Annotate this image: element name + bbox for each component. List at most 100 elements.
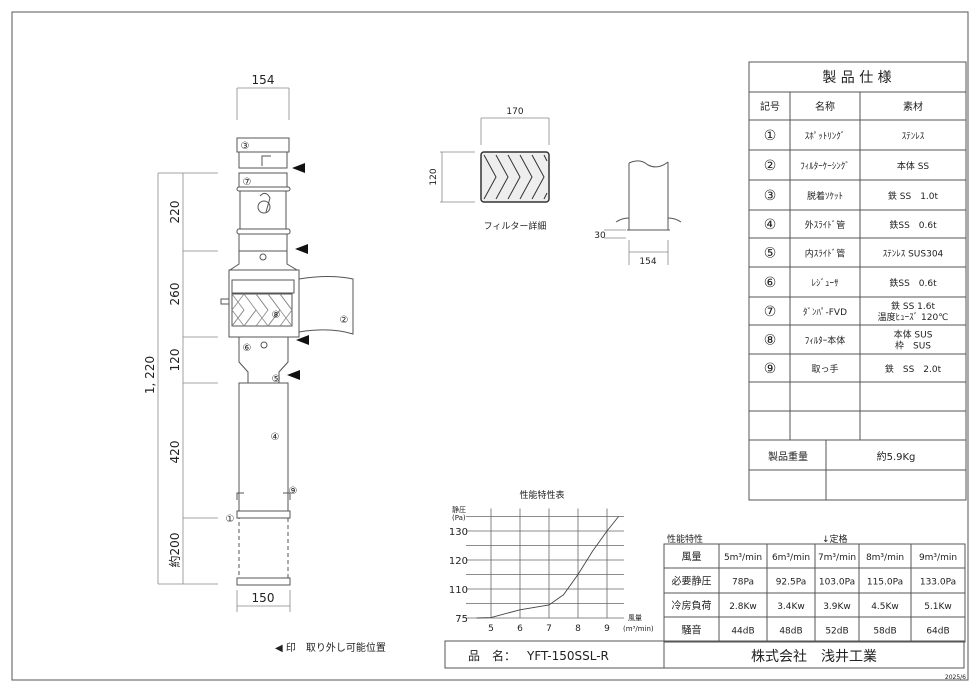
performance-cell: 103.0Pa	[819, 578, 855, 588]
filter-height: 120	[429, 168, 439, 185]
product-name-label: 品 名：	[468, 648, 516, 663]
performance-cell: 115.0Pa	[867, 578, 903, 588]
spec-material-2: 枠 SUS	[895, 340, 931, 352]
spec-material-2: 温度ﾋｭｰｽﾞ 120℃	[878, 311, 949, 323]
performance-cell: 7m³/min	[818, 553, 856, 563]
chart-series-line	[476, 516, 619, 619]
chart-y-tick: 75	[455, 614, 468, 625]
spec-material: 鉄 SS 2.0t	[885, 363, 942, 375]
performance-cell: 78Pa	[732, 578, 754, 588]
performance-cell: 3.4Kw	[777, 602, 805, 612]
performance-row-label: 騒音	[682, 624, 702, 637]
product-name: YFT-150SSL-R	[526, 649, 609, 663]
spec-table-title: 製 品 仕 様	[822, 70, 891, 86]
spec-material: 鉄SS 0.6t	[889, 277, 937, 289]
spec-material: 鉄 SS 1.0t	[888, 190, 939, 202]
spec-material: 鉄SS 0.6t	[889, 219, 937, 231]
spec-material: 鉄 SS 1.6t	[891, 300, 935, 312]
spec-material: 本体 SUS	[894, 329, 933, 341]
dim-segment-5: 約200	[167, 533, 182, 568]
removal-marker-icon	[295, 244, 308, 254]
performance-cell: 52dB	[825, 627, 848, 637]
spec-mark: ⑨	[764, 361, 777, 377]
spec-mark: ①	[764, 128, 777, 144]
part-label-6: ⑥	[243, 343, 252, 354]
spec-part-name: ﾀﾞﾝﾊﾟ-FVD	[803, 307, 847, 318]
performance-row-label: 冷房負荷	[672, 599, 712, 612]
side-detail: 30 154	[594, 160, 682, 267]
spec-part-name: ﾌｨﾙﾀｰ本体	[805, 335, 846, 347]
performance-cell: 8m³/min	[866, 553, 904, 563]
spec-header-name: 名称	[815, 100, 835, 113]
performance-cell: 58dB	[873, 627, 896, 637]
assembly-drawing: 154 1, 220 220 260 120 420 約200	[143, 73, 386, 654]
performance-cell: 4.5Kw	[871, 602, 899, 612]
spec-mark: ⑦	[764, 304, 777, 320]
performance-cell: 64dB	[926, 627, 949, 637]
chart-x-tick: 9	[604, 624, 610, 634]
spec-header-mark: 記号	[760, 100, 780, 113]
dim-segment-4: 420	[168, 441, 182, 464]
part-label-1: ①	[226, 514, 235, 525]
performance-cell: 6m³/min	[772, 553, 810, 563]
performance-cell: 48dB	[779, 627, 802, 637]
spec-material: ｽﾃﾝﾚｽ	[902, 131, 925, 142]
removable-position-legend: ◀ 印 取り外し可能位置	[275, 641, 386, 654]
company-name: 株式会社 浅井工業	[751, 649, 877, 665]
chart-y-tick: 130	[449, 527, 468, 538]
performance-cell: 92.5Pa	[776, 578, 807, 588]
chart-y-tick: 120	[449, 556, 468, 567]
side-height: 30	[594, 231, 606, 241]
removal-marker-icon	[296, 335, 309, 345]
drawing-date: 2025/6	[945, 674, 966, 681]
spec-part-name: 取っ手	[811, 363, 838, 375]
chart-title: 性能特性表	[519, 489, 564, 501]
spec-mark: ④	[764, 217, 777, 233]
removal-marker-icon	[292, 163, 305, 173]
spec-part-name: ﾚｼﾞｭｰｻ	[811, 278, 839, 289]
chart-x-tick: 5	[488, 624, 494, 634]
filter-width: 170	[506, 107, 523, 117]
dim-segment-2: 260	[168, 283, 182, 306]
part-label-8: ⑧	[272, 310, 281, 321]
part-label-7: ⑦	[243, 177, 252, 188]
spec-mark: ③	[764, 188, 777, 204]
chart-xlabel: 風量	[628, 614, 642, 622]
dim-segment-3: 120	[168, 349, 182, 372]
performance-cell: 3.9Kw	[823, 602, 851, 612]
performance-cell: 2.8Kw	[729, 602, 757, 612]
sheet-border	[11, 11, 969, 681]
spec-part-name: 内ｽﾗｲﾄﾞ管	[805, 248, 846, 260]
dim-bottom-width: 150	[252, 591, 275, 605]
performance-cell: 44dB	[731, 627, 754, 637]
removal-marker-icon	[287, 370, 300, 380]
spec-part-name: 外ｽﾗｲﾄﾞ管	[805, 219, 846, 231]
title-block: 品 名： YFT-150SSL-R 株式会社 浅井工業 2025/6	[444, 640, 966, 681]
spec-mark: ②	[764, 158, 777, 174]
chart-xlabel-unit: (m³/min)	[623, 625, 654, 633]
chart-ylabel: 静圧	[452, 505, 466, 514]
chart-y-tick: 110	[449, 585, 468, 596]
spec-material: 本体 SS	[897, 160, 930, 172]
spec-part-name: 脱着ｿｹｯﾄ	[807, 190, 843, 202]
part-label-9: ⑨	[289, 486, 298, 497]
weight-value: 約5.9Kg	[877, 450, 916, 463]
performance-cell: 9m³/min	[919, 553, 957, 563]
spec-header-material: 素材	[903, 100, 923, 113]
chart-ylabel-unit: (Pa)	[452, 514, 466, 522]
performance-cell: 5m³/min	[724, 553, 762, 563]
part-label-3: ③	[241, 141, 250, 152]
performance-title: 性能特性	[667, 533, 703, 545]
chart-x-tick: 6	[517, 624, 523, 634]
dim-top-width: 154	[252, 73, 275, 87]
spec-part-name: ｽﾎﾟｯﾄﾘﾝｸﾞ	[805, 131, 846, 142]
performance-cell: 5.1Kw	[924, 602, 952, 612]
spec-mark: ⑤	[764, 246, 777, 262]
part-label-5: ⑤	[272, 374, 281, 385]
part-label-2: ②	[340, 315, 349, 326]
filter-detail: 170 120 フィルター詳細	[429, 107, 550, 232]
